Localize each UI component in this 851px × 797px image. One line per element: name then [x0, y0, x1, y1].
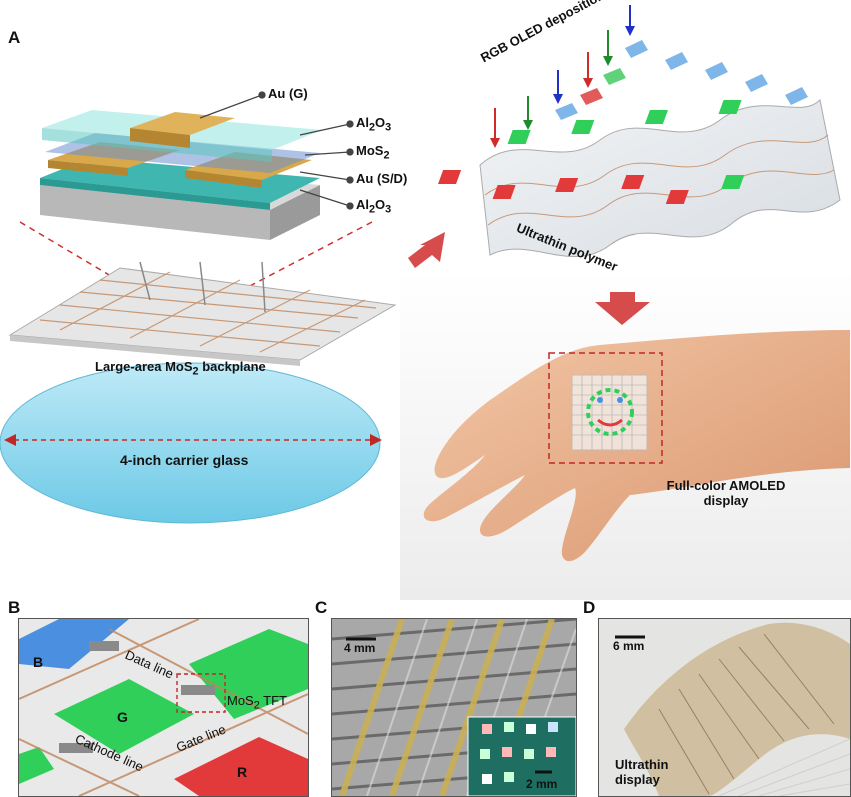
glass-diameter-arrow — [4, 434, 382, 446]
label-backplane: Large-area MoS2 backplane — [95, 359, 266, 378]
label-au-g: Au (G) — [268, 86, 308, 101]
deposition-arrows — [490, 5, 635, 148]
layer-leaders — [199, 91, 354, 210]
ultrathin-polymer-sheet — [479, 98, 841, 258]
pixel-g-label: G — [117, 709, 128, 725]
panel-a-letter: A — [8, 28, 21, 47]
label-au-sd: Au (S/D) — [356, 171, 408, 186]
pixel-b-label: B — [33, 654, 44, 670]
mos2-backplane — [8, 261, 397, 366]
label-mos2: MoS2 — [356, 143, 390, 162]
label-al2o3-bottom: Al2O3 — [356, 197, 392, 216]
panel-c-letter: C — [315, 598, 328, 617]
label-amoled-display: Full-color AMOLED display — [666, 478, 786, 508]
process-arrow-1 — [408, 232, 445, 268]
label-carrier-glass: 4-inch carrier glass — [120, 452, 249, 468]
mos2-tft-label: MoS2 TFT — [227, 693, 287, 712]
panel-c-image: 4 mm 2 mm — [331, 618, 577, 797]
label-al2o3-top: Al2O3 — [356, 115, 392, 134]
panel-b-image: B G R Data line Cathode line Gate line M… — [18, 618, 309, 797]
hand-display — [548, 352, 663, 464]
scale-bar-4mm: 4 mm — [344, 641, 376, 655]
panel-a-illustration — [0, 5, 851, 600]
scale-bar-6mm: 6 mm — [613, 639, 645, 653]
oled-pixels-sheet — [438, 100, 745, 204]
panel-d-bent-display-photo — [599, 619, 850, 796]
process-arrow-2 — [595, 292, 650, 325]
panel-b-pixel-layout — [19, 619, 308, 796]
panel-b-letter: B — [8, 598, 21, 617]
tft-stack — [40, 110, 322, 240]
pixel-r-label: R — [237, 764, 248, 780]
panel-d-image: 6 mm Ultrathin display — [598, 618, 851, 797]
panel-d-letter: D — [583, 598, 596, 617]
panel-c-array-photo — [332, 619, 576, 796]
carrier-glass — [0, 362, 381, 524]
floating-pixels — [555, 40, 808, 120]
ultrathin-display-label: Ultrathin display — [615, 757, 669, 787]
scale-bar-2mm: 2 mm — [526, 777, 558, 791]
